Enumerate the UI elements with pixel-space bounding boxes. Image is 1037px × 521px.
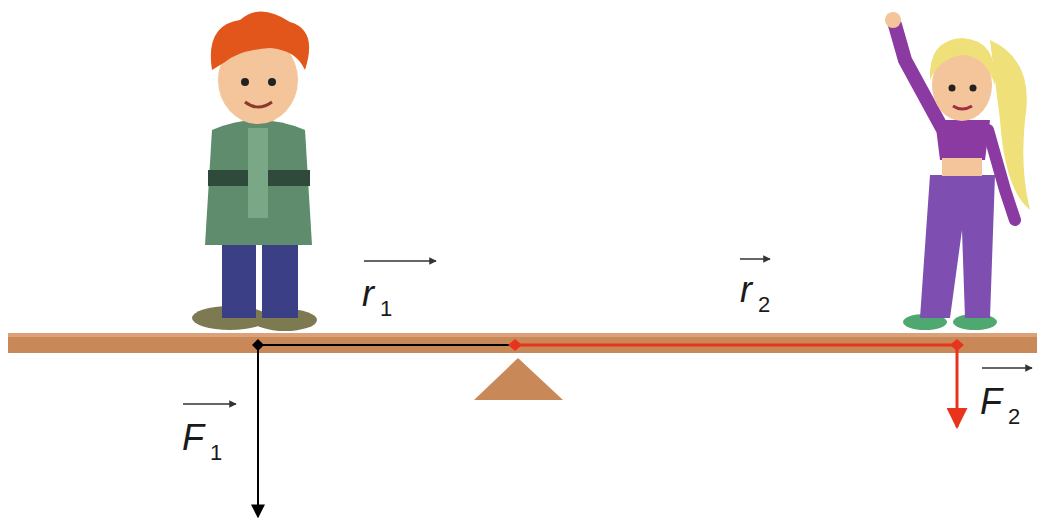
vector-arrow — [982, 367, 1032, 369]
force-2 — [956, 345, 959, 427]
vector-arrow — [183, 403, 236, 405]
vector-label: F1 — [182, 420, 222, 456]
vector-label: r1 — [362, 276, 392, 312]
girl-figure — [885, 12, 1030, 330]
boy-figure — [192, 11, 317, 331]
force-1 — [257, 345, 259, 517]
lever-arm-1 — [258, 344, 515, 346]
vector-arrow — [364, 260, 436, 262]
vector-arrow — [740, 258, 770, 260]
lever-arm-2 — [515, 344, 957, 347]
fulcrum — [474, 358, 563, 400]
vector-label: r2 — [740, 272, 770, 308]
seesaw-board — [8, 333, 1037, 353]
vector-label: F2 — [980, 384, 1020, 420]
